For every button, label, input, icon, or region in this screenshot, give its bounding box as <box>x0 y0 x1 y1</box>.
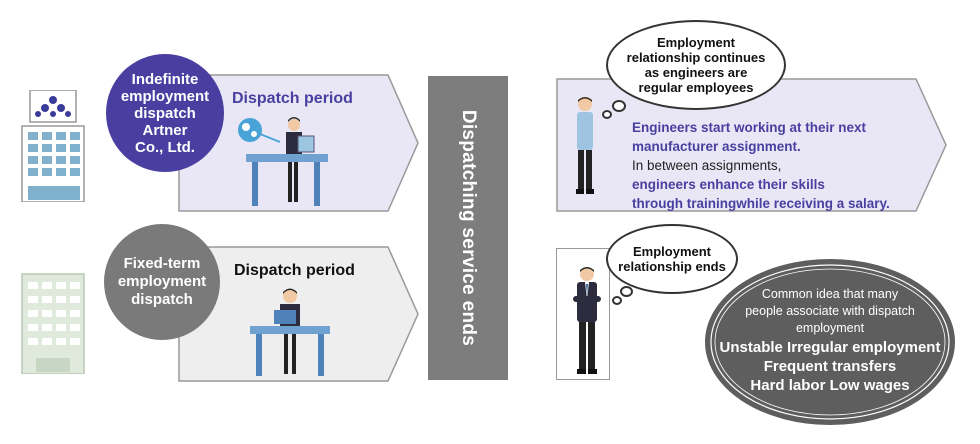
lower-period-title: Dispatch period <box>234 262 355 279</box>
employment-continues-bubble: Employment relationship continues as eng… <box>606 20 786 110</box>
thought-dot <box>612 100 626 112</box>
employment-ends-bubble: Employment relationship ends <box>606 224 738 294</box>
worker-at-laptop-illustration <box>244 286 336 378</box>
indefinite-dispatch-circle: Indefinite employment dispatch Artner Co… <box>106 54 224 172</box>
generic-building <box>20 272 86 375</box>
upper-result-line: through trainingwhile receiving a salary… <box>632 196 890 211</box>
upper-result-line: Engineers start working at their next <box>632 120 867 135</box>
thought-dot <box>602 110 612 119</box>
common-idea-intro-line: employment <box>795 321 865 335</box>
bubble-line: relationship continues <box>626 50 766 65</box>
standing-businessman-illustration <box>572 266 602 376</box>
upper-result-text: Engineers start working at their next ma… <box>632 118 932 213</box>
common-idea-ellipse <box>704 258 956 426</box>
dispatching-service-ends-bar: Dispatching service ends <box>428 76 508 380</box>
upper-result-line: engineers enhance their skills <box>632 177 825 192</box>
bubble-line: regular employees <box>638 80 754 95</box>
indefinite-label-line: Indefinite <box>131 70 199 88</box>
common-idea-text: Common idea that many people associate w… <box>712 286 948 395</box>
bubble-line: Employment <box>632 244 711 259</box>
worker-at-desk-illustration <box>236 112 336 208</box>
upper-result-line: manufacturer assignment. <box>632 139 801 154</box>
upper-result-line: In between assignments, <box>632 158 782 173</box>
thought-dot <box>612 296 622 305</box>
upper-period-title: Dispatch period <box>232 90 353 107</box>
indefinite-label-line: dispatch <box>134 104 196 122</box>
company-logo-building <box>18 89 88 203</box>
standing-engineer-illustration <box>572 96 598 196</box>
fixed-term-label-line: dispatch <box>131 291 193 308</box>
bubble-line: as engineers are <box>644 65 748 80</box>
indefinite-label-line: Co., Ltd. <box>134 138 195 156</box>
fixed-term-label-line: employment <box>117 273 207 290</box>
upper-result-panel <box>556 78 948 212</box>
bubble-line: relationship ends <box>618 259 726 274</box>
common-idea-intro-line: Common idea that many <box>761 287 899 301</box>
common-idea-intro-line: people associate with dispatch <box>745 304 915 318</box>
fixed-term-dispatch-circle: Fixed-term employment dispatch <box>104 224 220 340</box>
fixed-term-label-line: Fixed-term <box>123 255 201 272</box>
indefinite-label-line: employment <box>120 87 210 105</box>
common-idea-bold-line: Hard labor Low wages <box>750 377 910 394</box>
common-idea-bold-line: Frequent transfers <box>763 358 897 375</box>
bubble-line: Employment <box>656 35 735 50</box>
common-idea-bold-line: Unstable Irregular employment <box>719 339 941 356</box>
dispatching-service-ends-text: Dispatching service ends <box>458 109 479 347</box>
indefinite-label-line: Artner <box>142 121 188 139</box>
thought-dot <box>620 286 633 297</box>
